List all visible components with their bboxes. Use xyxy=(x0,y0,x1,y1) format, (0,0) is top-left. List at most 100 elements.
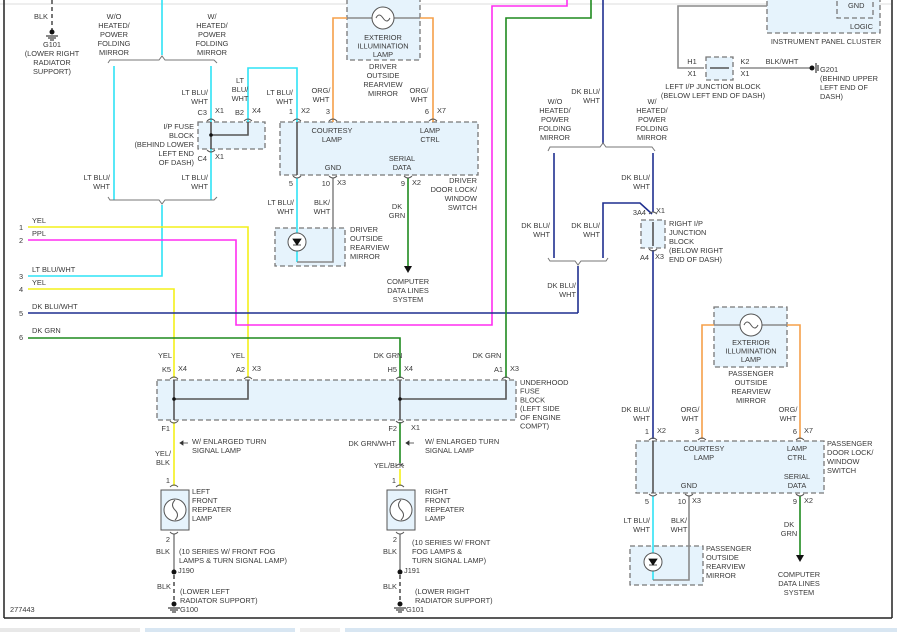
wire-label: LT BLU/WHT xyxy=(182,173,209,191)
connector-icon xyxy=(328,175,338,179)
connector-label: X1 xyxy=(740,69,749,78)
connector-label: X3 xyxy=(655,252,664,261)
wire-label: DK BLU/WHT xyxy=(571,87,601,105)
ground-label: G100 xyxy=(180,605,198,614)
pin-label: 3 xyxy=(695,427,699,436)
connector-icon xyxy=(428,118,438,122)
connector-icon xyxy=(169,376,179,380)
harness-wire-label: YEL xyxy=(32,216,46,225)
connector-icon xyxy=(328,118,338,122)
pin-label: 10 xyxy=(322,179,330,188)
connector-icon xyxy=(697,437,707,441)
wire-harness-1 xyxy=(28,226,249,378)
wire-label: ORG/WHT xyxy=(681,405,701,423)
connector-label: X4 xyxy=(252,106,261,115)
connector-label: X1 xyxy=(411,423,420,432)
pin-label: C3 xyxy=(198,108,207,117)
pin-label: 2 xyxy=(393,535,397,544)
terminal-label: GND xyxy=(325,163,341,172)
connector-label: X1 xyxy=(687,69,696,78)
pin-label: 3A4 xyxy=(633,208,646,217)
arrow-left-icon xyxy=(405,440,414,446)
wire-label: ORG/WHT xyxy=(410,86,430,104)
pin-label: 9 xyxy=(793,497,797,506)
connector-icon xyxy=(243,118,253,122)
connector-label: X1 xyxy=(215,152,224,161)
wire-label: BLK xyxy=(156,547,170,556)
led-icon xyxy=(643,552,663,572)
connector-icon xyxy=(501,376,511,380)
harness-wire-label: DK BLU/WHT xyxy=(32,302,78,311)
splice-dot xyxy=(172,397,176,401)
connector-icon xyxy=(169,531,179,535)
splice-j190 xyxy=(171,569,177,575)
pin-label: 1 xyxy=(289,107,293,116)
pin-label: H1 xyxy=(687,57,696,66)
connector-icon xyxy=(795,437,805,441)
ipc-gnd-box xyxy=(836,0,874,19)
wire-label: DK BLU/WHT xyxy=(547,281,577,299)
connector-label: X4 xyxy=(178,364,187,373)
pin-label: A2 xyxy=(236,365,245,374)
underhood-fuse-block xyxy=(156,379,517,421)
pin-label: H5 xyxy=(388,365,397,374)
harness-pin-1: 1 xyxy=(19,223,23,232)
bulb-icon xyxy=(739,313,763,337)
connector-label: X3 xyxy=(337,178,346,187)
wire-label: BLK/WHT xyxy=(671,516,688,534)
wire-dk-grn-a1 xyxy=(505,0,592,378)
pin-label: K5 xyxy=(162,365,171,374)
connector-icon xyxy=(206,149,216,153)
ground-icon xyxy=(168,601,180,613)
arrow-left-icon xyxy=(179,440,188,446)
wire-label: YEL xyxy=(231,351,245,360)
connector-label: X2 xyxy=(657,426,666,435)
connector-label: X1 xyxy=(656,206,665,215)
pin-label: 6 xyxy=(793,427,797,436)
wire-org-pass-pin3 xyxy=(701,324,714,439)
wire-label: BLK xyxy=(383,582,397,591)
wire-label: DK GRN xyxy=(473,351,502,360)
pin-label: 5 xyxy=(645,497,649,506)
connector-icon xyxy=(395,376,405,380)
wire-label: YEL xyxy=(158,351,172,360)
wire-label: LT BLU/WHT xyxy=(84,173,111,191)
splice-label: J191 xyxy=(404,566,420,575)
wire-label: BLK/WHT xyxy=(766,57,799,66)
connector-icon xyxy=(395,531,405,535)
pin-label: A1 xyxy=(494,365,503,374)
symbols xyxy=(46,6,819,613)
harness-pin-5: 5 xyxy=(19,309,23,318)
connector-icon xyxy=(169,420,179,424)
connector-label: X3 xyxy=(692,496,701,505)
pin-label: 1 xyxy=(645,427,649,436)
wire-label: BLK xyxy=(383,547,397,556)
connector-icon xyxy=(684,493,694,497)
ground-icon xyxy=(46,29,58,41)
ipc-gnd-label: GND xyxy=(848,1,864,10)
wire-label: DK GRN xyxy=(374,351,403,360)
harness-pin-4: 4 xyxy=(19,285,23,294)
left-junction-label: LEFT I/P JUNCTION BLOCK(BELOW LEFT END O… xyxy=(661,82,765,100)
passenger-mirror-box xyxy=(629,545,704,586)
harness-pin-6: 6 xyxy=(19,333,23,342)
wire-label: YEL/BLK xyxy=(155,449,172,467)
